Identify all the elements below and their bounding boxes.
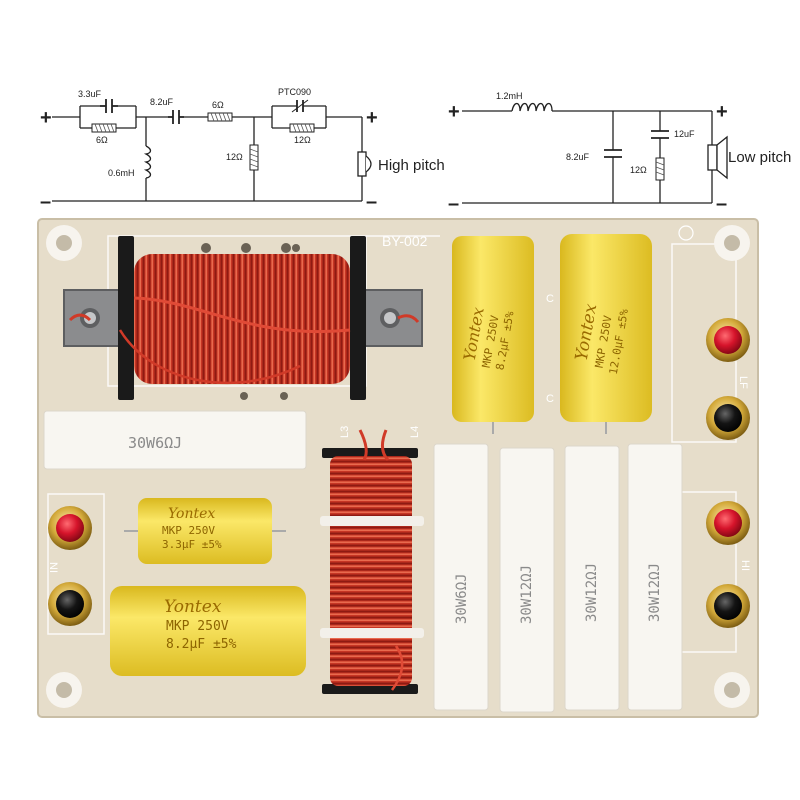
ptc-label: PTC090 bbox=[278, 87, 311, 97]
capacitor-value: 8.2μF ±5% bbox=[166, 637, 237, 652]
resistor-label: 30W6ΩJ bbox=[454, 573, 470, 624]
air-core-inductor bbox=[63, 236, 423, 400]
inductor-12-label: 1.2mH bbox=[496, 91, 523, 101]
inductor-label: 0.6mH bbox=[108, 168, 135, 178]
res-parallel-label: 6Ω bbox=[96, 135, 108, 145]
terminal-in-negative[interactable] bbox=[48, 582, 92, 626]
res-series-label: 6Ω bbox=[212, 100, 224, 110]
high-pitch-label: High pitch bbox=[378, 157, 445, 174]
capacitor-brand: Yontex bbox=[164, 597, 222, 617]
res-ptc-label: 12Ω bbox=[294, 135, 311, 145]
ceramic-resistor: 30W12ΩJ bbox=[627, 443, 683, 711]
film-capacitor: Yontex MKP 250V 12.0μF ±5% bbox=[560, 234, 652, 434]
board-label: BY-002 bbox=[382, 233, 428, 249]
resistor-label: 30W6ΩJ bbox=[128, 434, 182, 452]
film-capacitor: Yontex MKP 250V 8.2μF ±5% bbox=[452, 236, 534, 434]
silk-c: C bbox=[546, 393, 554, 405]
silk-lf: LF bbox=[737, 376, 749, 389]
silk-c: C bbox=[546, 293, 554, 305]
film-capacitor: Yontex MKP 250V 8.2μF ±5% bbox=[110, 586, 306, 676]
minus-sign: – bbox=[40, 191, 51, 213]
plus-sign: + bbox=[40, 107, 52, 129]
ceramic-resistor: 30W12ΩJ bbox=[564, 445, 620, 711]
silk-l4: L4 bbox=[409, 426, 421, 438]
cap-shunt-label: 8.2uF bbox=[566, 152, 590, 162]
film-capacitor: Yontex MKP 250V 3.3μF ±5% bbox=[124, 498, 286, 564]
capacitor-rating: MKP 250V bbox=[162, 524, 215, 537]
cap1-label: 3.3uF bbox=[78, 89, 102, 99]
terminal-hi-negative[interactable] bbox=[706, 584, 750, 628]
capacitor-rating: MKP 250V bbox=[166, 619, 229, 634]
plus-sign: + bbox=[716, 101, 728, 123]
terminal-lf-negative[interactable] bbox=[706, 396, 750, 440]
resistor-label: 30W12ΩJ bbox=[584, 563, 600, 622]
low-pitch-schematic: 1.2mH 8.2uF 12uF 12Ω Low pitch + + – – bbox=[448, 91, 791, 215]
mounting-hole bbox=[46, 225, 82, 261]
ceramic-resistor: 30W12ΩJ bbox=[499, 447, 555, 713]
silk-l3: L3 bbox=[339, 426, 351, 438]
mounting-hole bbox=[46, 672, 82, 708]
high-pitch-schematic: 3.3uF 6Ω 8.2uF 6Ω PTC090 12Ω 0.6mH 12Ω H… bbox=[40, 87, 445, 213]
terminal-in-positive[interactable] bbox=[48, 506, 92, 550]
ceramic-resistor: 30W6ΩJ bbox=[433, 443, 489, 711]
air-core-inductor bbox=[320, 429, 424, 694]
low-pitch-label: Low pitch bbox=[728, 149, 791, 166]
resistor-label: 30W12ΩJ bbox=[519, 565, 535, 624]
crossover-pcb: BY-002 L3 L4 LF HI NI C C bbox=[37, 218, 759, 718]
cap-rc-label: 12uF bbox=[674, 129, 695, 139]
ceramic-resistor: 30W6ΩJ bbox=[43, 410, 307, 470]
silk-in: NI bbox=[47, 562, 59, 573]
minus-sign: – bbox=[366, 191, 377, 213]
resistor-label: 30W12ΩJ bbox=[647, 563, 663, 622]
mounting-hole bbox=[714, 672, 750, 708]
terminal-lf-positive[interactable] bbox=[706, 318, 750, 362]
res-rc-label: 12Ω bbox=[630, 165, 647, 175]
silk-hi: HI bbox=[739, 560, 751, 571]
capacitor-value: 3.3μF ±5% bbox=[162, 538, 222, 551]
minus-sign: – bbox=[716, 193, 727, 215]
minus-sign: – bbox=[448, 193, 459, 215]
mounting-hole bbox=[714, 225, 750, 261]
plus-sign: + bbox=[366, 107, 378, 129]
capacitor-brand: Yontex bbox=[168, 506, 215, 522]
cap2-label: 8.2uF bbox=[150, 97, 174, 107]
res-shunt-label: 12Ω bbox=[226, 152, 243, 162]
terminal-hi-positive[interactable] bbox=[706, 501, 750, 545]
plus-sign: + bbox=[448, 101, 460, 123]
